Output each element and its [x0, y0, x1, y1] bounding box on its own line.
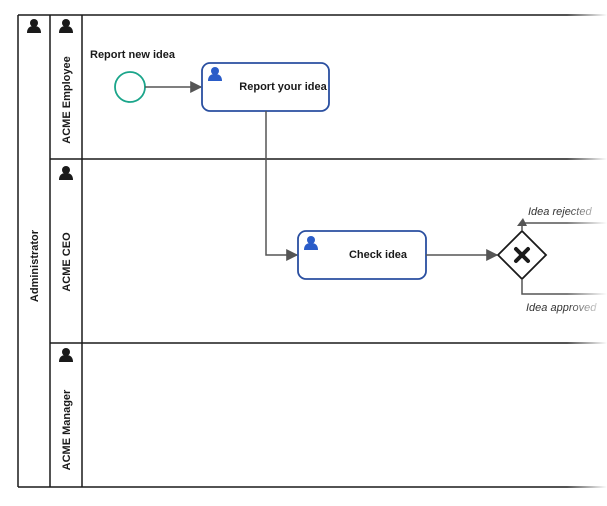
lane-separators — [50, 158, 607, 344]
start-event-label: Report new idea — [90, 49, 176, 61]
lane-employee-person-icon — [59, 19, 73, 33]
lane-name-manager: ACME Manager — [61, 389, 73, 470]
user-task-icon — [208, 67, 222, 81]
right-edge-fade — [567, 0, 607, 506]
task-label: Check idea — [349, 249, 408, 261]
lane-name-ceo: ACME CEO — [61, 232, 73, 292]
user-task-icon — [304, 236, 318, 250]
lane-name-employee: ACME Employee — [61, 56, 73, 143]
x-icon — [514, 247, 530, 263]
flow-report-to-check[interactable] — [265, 111, 299, 261]
pool[interactable] — [17, 14, 607, 488]
exclusive-gateway[interactable] — [496, 229, 548, 281]
start-event[interactable] — [114, 71, 146, 103]
lane-manager-person-icon — [59, 348, 73, 362]
task-report-idea[interactable]: Report your idea — [201, 62, 330, 112]
rejected-arrow-tip — [517, 218, 527, 226]
lane-ceo-person-icon — [59, 166, 73, 180]
task-check-idea[interactable]: Check idea — [297, 230, 427, 280]
pool-name: Administrator — [29, 229, 41, 302]
task-label: Report your idea — [239, 81, 327, 93]
pool-person-icon — [27, 19, 41, 33]
